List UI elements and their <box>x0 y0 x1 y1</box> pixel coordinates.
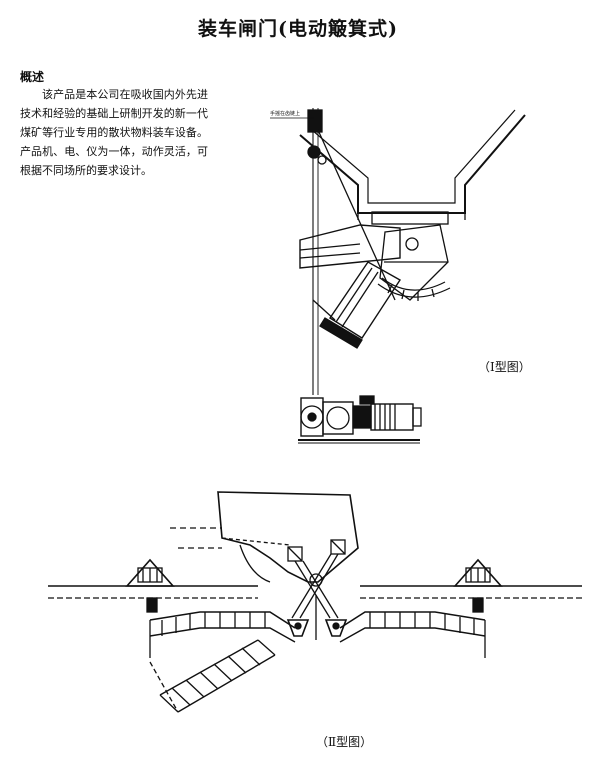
figure1-annotation: 手摇在齿链上 <box>270 110 300 117</box>
figure2-caption: （Ⅱ型图） <box>316 735 373 749</box>
intro-paragraph: 该产品是本公司在吸收国内外先进技术和经验的基础上研制开发的新一代煤矿等行业专用的… <box>20 88 208 177</box>
type-two-drawing <box>48 491 582 713</box>
section-heading: 概述 <box>20 70 45 84</box>
type-one-drawing: 手摇在齿链上 <box>270 108 526 444</box>
figure1-caption: （Ⅰ型图） <box>478 360 531 374</box>
page-title: 装车闸门(电动簸箕式) <box>198 18 398 40</box>
